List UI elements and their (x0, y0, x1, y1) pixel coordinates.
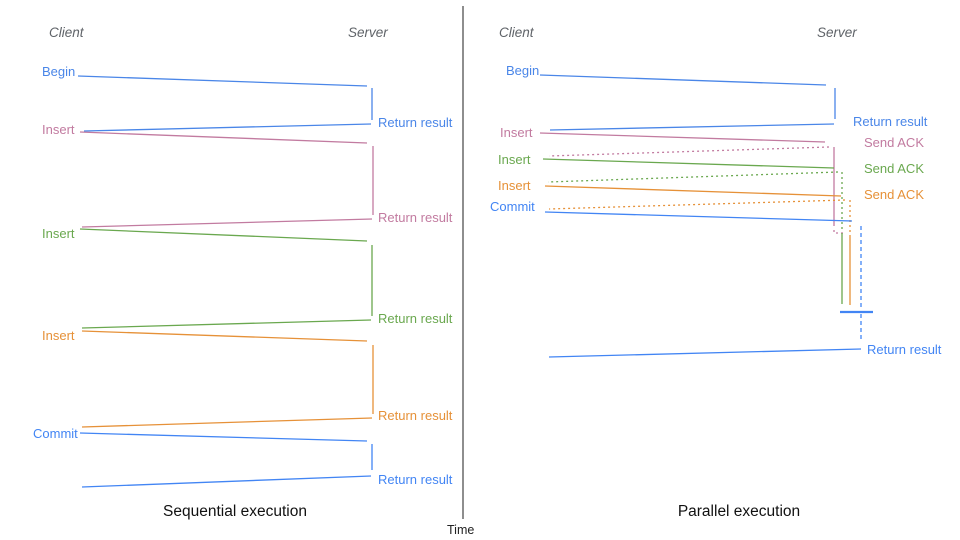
seq-insert3-response-arrow (81, 417, 373, 428)
par-begin-response-label: Return result (853, 114, 928, 129)
seq-begin-response-label: Return result (378, 115, 453, 130)
par-insert1-request-arrow (539, 132, 826, 143)
seq-insert2-request-arrow (79, 228, 368, 242)
par-insert3-ack-label: Send ACK (864, 187, 924, 202)
sequential-caption: Sequential execution (163, 503, 307, 520)
seq-insert2-response-label: Return result (378, 311, 453, 326)
par-insert2-ack-label: Send ACK (864, 161, 924, 176)
seq-insert1-response-label: Return result (378, 210, 453, 225)
time-axis-label: Time (447, 523, 475, 537)
right-server-header: Server (817, 25, 857, 40)
par-insert1-label: Insert (500, 125, 533, 140)
par-begin-label: Begin (506, 63, 540, 78)
par-insert3-label: Insert (498, 178, 531, 193)
left-server-header: Server (348, 25, 388, 40)
seq-insert3-label: Insert (42, 328, 75, 343)
seq-insert3-response-label: Return result (378, 408, 453, 423)
par-insert3-ack-arrow (548, 199, 846, 210)
seq-begin-label: Begin (42, 64, 76, 79)
par-commit-request-arrow (544, 211, 853, 222)
seq-insert3-request-arrow (81, 330, 368, 342)
par-insert1-ack-arrow (548, 146, 830, 157)
seq-insert1-label: Insert (42, 122, 75, 137)
par-commit-label: Commit (490, 199, 535, 214)
right-client-header: Client (499, 25, 534, 40)
par-commit-response-label: Return result (867, 342, 942, 357)
seq-commit-request-arrow (79, 432, 368, 442)
par-insert1-handoff-connector (833, 230, 844, 234)
seq-insert1-response-arrow (81, 218, 373, 228)
par-insert2-request-arrow (542, 158, 835, 169)
left-client-header: Client (49, 25, 84, 40)
par-begin-request-arrow (539, 74, 827, 86)
parallel-caption: Parallel execution (677, 503, 801, 520)
par-insert2-label: Insert (498, 152, 531, 167)
seq-begin-response-arrow (83, 123, 372, 132)
par-insert3-request-arrow (544, 185, 842, 197)
par-begin-response-arrow (549, 123, 835, 131)
seq-insert2-label: Insert (42, 226, 75, 241)
par-insert1-ack-label: Send ACK (864, 135, 924, 150)
seq-commit-label: Commit (33, 426, 78, 441)
seq-insert2-response-arrow (81, 319, 372, 329)
seq-commit-response-label: Return result (378, 472, 453, 487)
seq-insert1-request-arrow (79, 131, 368, 144)
seq-begin-request-arrow (77, 75, 368, 87)
seq-commit-response-arrow (81, 475, 372, 488)
par-insert2-ack-arrow (547, 171, 839, 183)
par-commit-response-arrow (548, 348, 862, 358)
